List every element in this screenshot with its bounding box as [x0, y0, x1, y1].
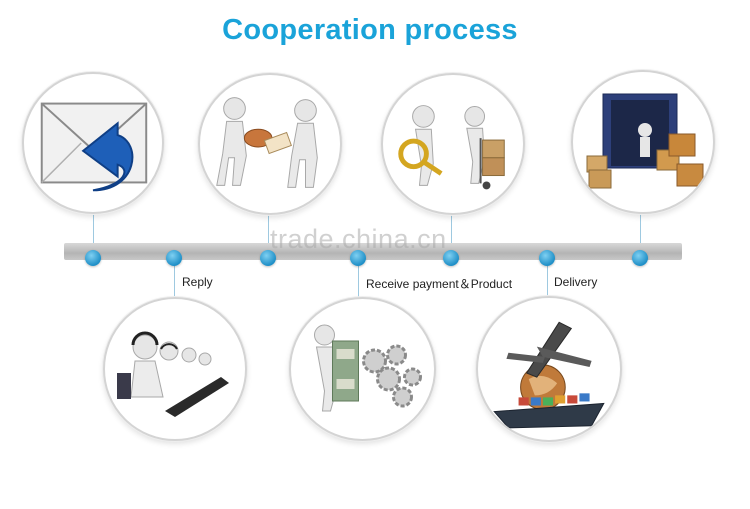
timeline-dot	[350, 250, 366, 266]
connector-line	[547, 258, 548, 300]
headset-agents-icon	[117, 331, 229, 417]
handover-illustration	[198, 73, 342, 215]
connector-line	[358, 258, 359, 300]
step-label-reply: Reply	[182, 275, 213, 289]
timeline-dot	[443, 250, 459, 266]
timeline-dot	[539, 250, 555, 266]
money-gears-icon	[314, 324, 422, 412]
timeline-dot	[632, 250, 648, 266]
step-label-delivery: Delivery	[554, 275, 598, 289]
timeline-dot	[260, 250, 276, 266]
payment-production-illustration	[289, 297, 436, 441]
timeline-dot	[166, 250, 182, 266]
email-reply-illustration	[22, 72, 164, 214]
magnifier-boxes-icon	[398, 105, 505, 190]
timeline-dot	[85, 250, 101, 266]
watermark: trade.china.cn	[270, 224, 447, 254]
shipping-delivery-illustration	[476, 296, 622, 442]
people-exchange-icon	[216, 97, 318, 188]
shipping-container-icon	[586, 93, 704, 189]
page-title: Cooperation process	[222, 14, 518, 46]
envelope-reply-icon	[40, 102, 148, 192]
customer-service-illustration	[103, 297, 247, 441]
timeline-bar	[64, 243, 682, 260]
inspection-illustration	[381, 73, 525, 215]
plane-ship-globe-icon	[493, 321, 605, 429]
container-loading-illustration	[571, 70, 715, 214]
connector-line	[451, 205, 452, 248]
connector-line	[640, 205, 641, 248]
step-label-payment-product: Receive payment＆Product	[366, 277, 513, 291]
connector-line	[268, 205, 269, 248]
connector-line	[93, 200, 94, 248]
connector-line	[174, 258, 175, 300]
